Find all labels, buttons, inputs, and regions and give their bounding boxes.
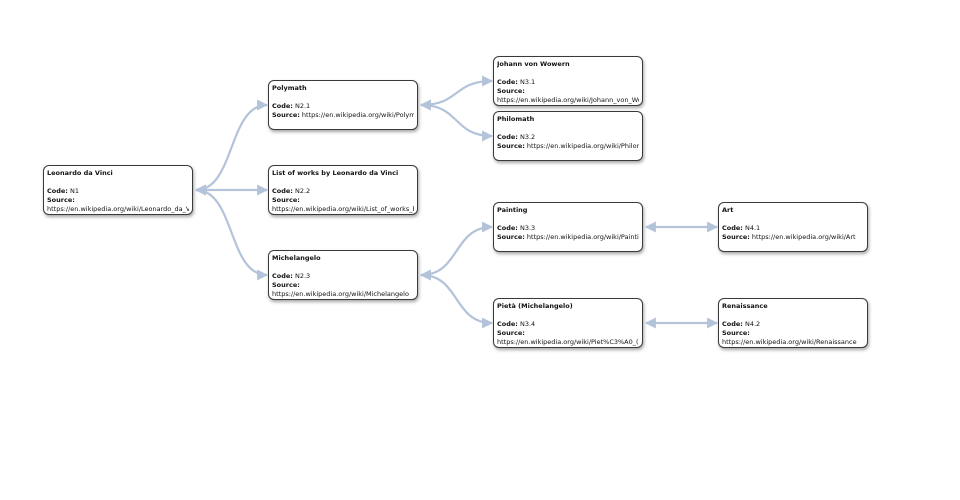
- source-label: Source:: [272, 281, 300, 289]
- node-title: Philomath: [497, 115, 535, 123]
- code-label: Code:: [722, 224, 743, 232]
- node-philomath[interactable]: Philomath Code: N3.2 Source: https://en.…: [493, 111, 643, 161]
- source-link[interactable]: https://en.wikipedia.org/wiki/Leonardo_d…: [47, 205, 189, 213]
- node-painting[interactable]: Painting Code: N3.3 Source: https://en.w…: [493, 202, 643, 252]
- node-title: Art: [722, 206, 734, 214]
- code-label: Code:: [272, 187, 293, 195]
- node-johann-von-wowern[interactable]: Johann von Wowern Code: N3.1 Source: htt…: [493, 56, 643, 106]
- edge-n1-n21: [194, 99, 269, 196]
- node-code: N3.3: [519, 224, 536, 232]
- source-label: Source:: [497, 329, 525, 337]
- source-label: Source:: [47, 196, 75, 204]
- source-link[interactable]: https://en.wikipedia.org/wiki/Polymath: [301, 111, 414, 119]
- edge-n1-n23: [194, 184, 269, 281]
- node-title: Polymath: [272, 84, 307, 92]
- node-title: Michelangelo: [272, 254, 321, 262]
- source-label: Source:: [272, 196, 300, 204]
- source-link[interactable]: https://en.wikipedia.org/wiki/Art: [751, 233, 856, 241]
- node-title: List of works by Leonardo da Vinci: [272, 169, 399, 177]
- node-code: N4.1: [744, 224, 761, 232]
- source-label: Source:: [722, 233, 750, 241]
- code-label: Code:: [722, 320, 743, 328]
- source-label: Source:: [497, 142, 525, 150]
- source-link[interactable]: https://en.wikipedia.org/wiki/Michelange…: [272, 290, 409, 298]
- node-polymath[interactable]: Polymath Code: N2.1 Source: https://en.w…: [268, 80, 418, 130]
- source-label: Source:: [497, 87, 525, 95]
- source-label: Source:: [497, 233, 525, 241]
- node-code: N3.4: [519, 320, 536, 328]
- source-link[interactable]: https://en.wikipedia.org/wiki/Renaissanc…: [722, 338, 857, 346]
- source-link[interactable]: https://en.wikipedia.org/wiki/Johann_von…: [497, 96, 639, 104]
- node-title: Leonardo da Vinci: [47, 169, 113, 177]
- edge-n23-n34: [419, 269, 494, 329]
- edge-n21-n31: [419, 75, 494, 111]
- source-link[interactable]: https://en.wikipedia.org/wiki/Philomath: [526, 142, 639, 150]
- node-code: N2.1: [294, 102, 311, 110]
- code-label: Code:: [497, 78, 518, 86]
- code-label: Code:: [272, 272, 293, 280]
- source-label: Source:: [272, 111, 300, 119]
- code-label: Code:: [47, 187, 68, 195]
- code-label: Code:: [497, 320, 518, 328]
- node-code: N2.3: [294, 272, 311, 280]
- node-pieta[interactable]: Pietà (Michelangelo) Code: N3.4 Source: …: [493, 298, 643, 348]
- node-list-of-works[interactable]: List of works by Leonardo da Vinci Code:…: [268, 165, 418, 215]
- node-title: Pietà (Michelangelo): [497, 302, 573, 310]
- node-leonardo-da-vinci[interactable]: Leonardo da Vinci Code: N1 Source: https…: [43, 165, 193, 215]
- node-title: Renaissance: [722, 302, 768, 310]
- code-label: Code:: [272, 102, 293, 110]
- source-link[interactable]: https://en.wikipedia.org/wiki/Piet%C3%A0…: [497, 338, 639, 346]
- edge-n21-n32: [419, 99, 494, 142]
- node-code: N3.2: [519, 133, 536, 141]
- node-title: Johann von Wowern: [497, 60, 570, 68]
- source-link[interactable]: https://en.wikipedia.org/wiki/List_of_wo…: [272, 205, 414, 213]
- node-art[interactable]: Art Code: N4.1 Source: https://en.wikipe…: [718, 202, 868, 252]
- node-code: N4.2: [744, 320, 761, 328]
- node-title: Painting: [497, 206, 528, 214]
- source-link[interactable]: https://en.wikipedia.org/wiki/Painting: [526, 233, 639, 241]
- edge-n23-n33: [419, 221, 494, 281]
- node-code: N1: [69, 187, 79, 195]
- node-michelangelo[interactable]: Michelangelo Code: N2.3 Source: https://…: [268, 250, 418, 300]
- source-label: Source:: [722, 329, 750, 337]
- node-code: N3.1: [519, 78, 536, 86]
- node-code: N2.2: [294, 187, 311, 195]
- code-label: Code:: [497, 133, 518, 141]
- node-renaissance[interactable]: Renaissance Code: N4.2 Source: https://e…: [718, 298, 868, 348]
- code-label: Code:: [497, 224, 518, 232]
